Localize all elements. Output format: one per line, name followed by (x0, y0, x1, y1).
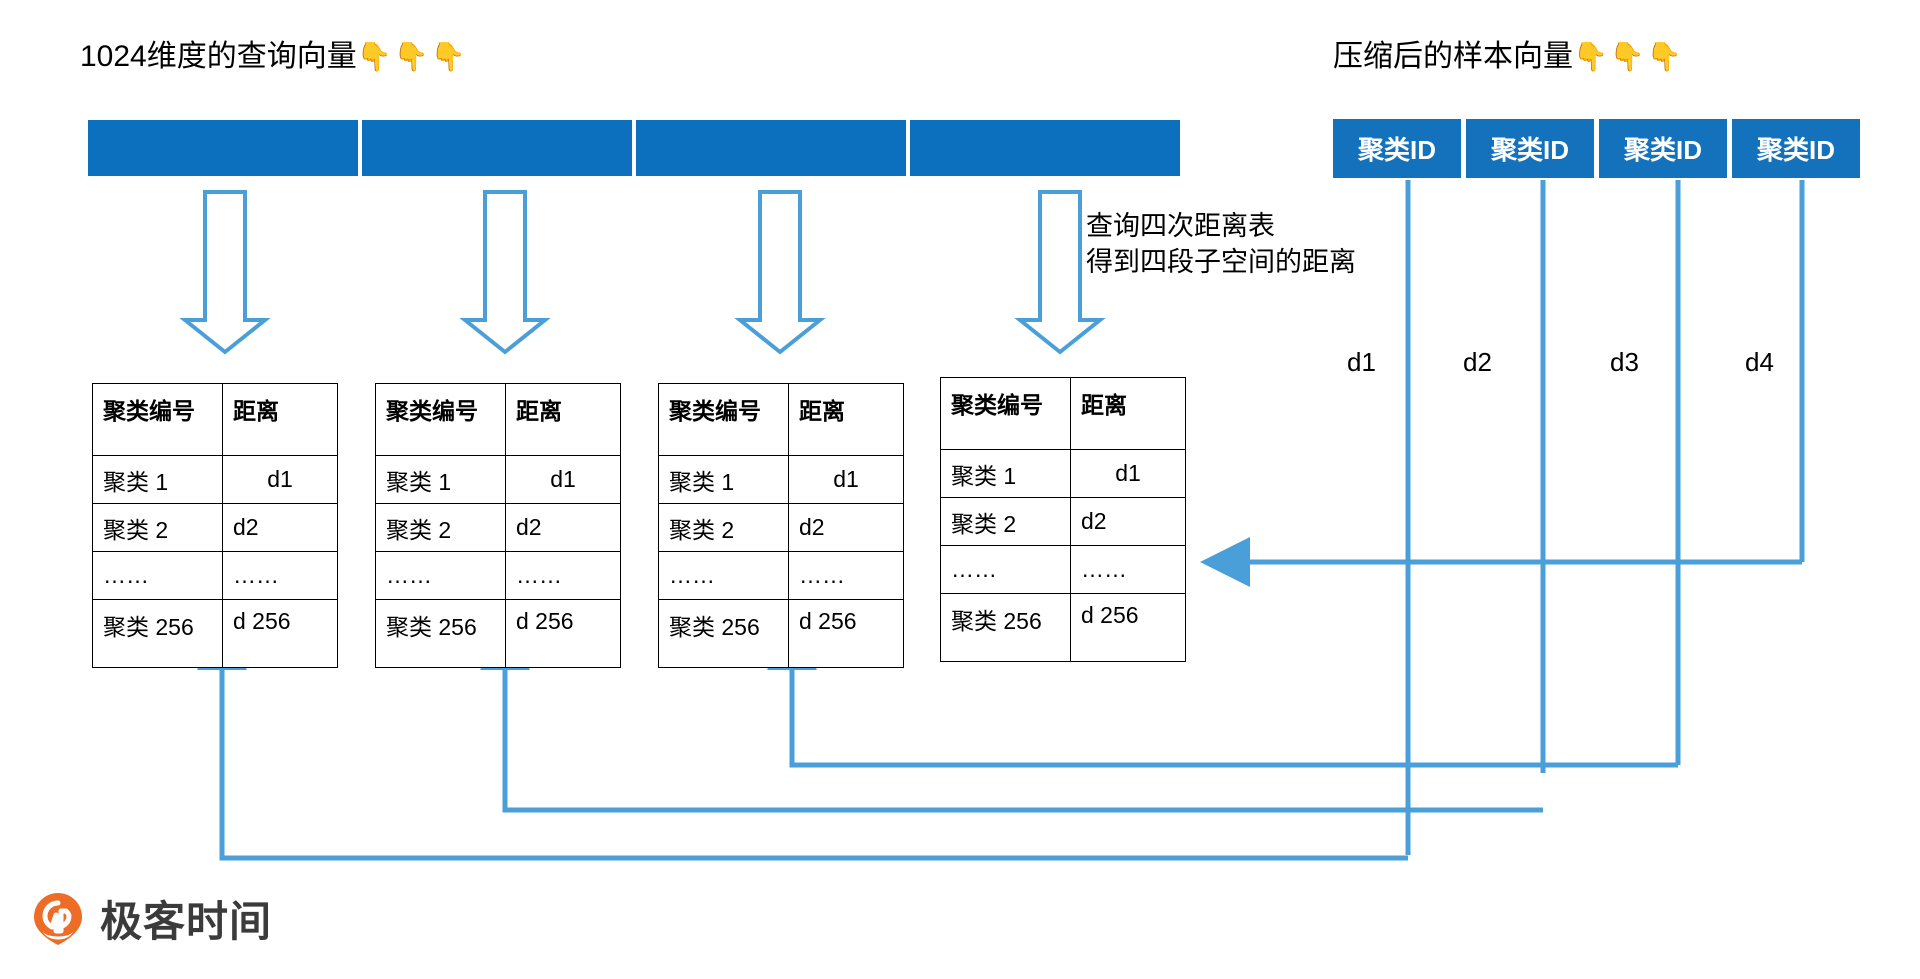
cell-cluster: …… (940, 545, 1071, 594)
cell-cluster: 聚类 2 (940, 497, 1071, 546)
block-arrow-4 (1014, 190, 1106, 355)
connector-to-table-3 (767, 620, 1678, 768)
geektime-logo-icon (30, 891, 86, 947)
geektime-logo-text: 极客时间 (100, 898, 273, 945)
header-cluster-id: 聚类编号 (375, 383, 506, 456)
query-segment-3[interactable] (636, 120, 906, 176)
cell-distance: d1 (222, 455, 338, 504)
cell-distance: d 256 (1070, 593, 1186, 662)
table-header-row: 聚类编号 距离 (940, 377, 1186, 450)
table-row[interactable]: …… …… (658, 551, 904, 600)
table-row[interactable]: 聚类 1 d1 (92, 455, 338, 504)
cluster-id-cell-1[interactable]: 聚类ID (1333, 119, 1461, 178)
table-row[interactable]: 聚类 1 d1 (940, 449, 1186, 498)
annotation-line-2: 得到四段子空间的距离 (1086, 247, 1356, 278)
header-distance: 距离 (222, 383, 338, 456)
brand-logo: 极客时间 (30, 888, 272, 949)
compressed-vector-title-text: 压缩后的样本向量 (1333, 40, 1573, 73)
query-segment-4[interactable] (910, 120, 1180, 176)
header-cluster-id: 聚类编号 (658, 383, 789, 456)
pointing-down-icon-group-right: 👇👇👇 (1573, 41, 1684, 72)
table-row[interactable]: 聚类 2 d2 (940, 497, 1186, 546)
cell-distance: d1 (788, 455, 904, 504)
cell-distance: d1 (1070, 449, 1186, 498)
header-cluster-id: 聚类编号 (940, 377, 1071, 450)
cell-cluster: …… (92, 551, 223, 600)
table-row[interactable]: 聚类 2 d2 (92, 503, 338, 552)
header-distance: 距离 (1070, 377, 1186, 450)
cell-distance: d 256 (788, 599, 904, 668)
cell-cluster: 聚类 1 (375, 455, 506, 504)
cell-cluster: 聚类 1 (92, 455, 223, 504)
query-segment-1[interactable] (88, 120, 358, 176)
distance-label-d4: d4 (1745, 347, 1774, 377)
cell-cluster: 聚类 2 (658, 503, 789, 552)
annotation-line-1: 查询四次距离表 (1086, 211, 1275, 241)
table-row[interactable]: …… …… (940, 545, 1186, 594)
pointing-down-icon-group-left: 👇👇👇 (356, 41, 468, 72)
table-row[interactable]: 聚类 256 d 256 (92, 599, 338, 668)
cell-cluster: …… (658, 551, 789, 600)
block-arrow-1 (179, 190, 271, 355)
query-segment-2[interactable] (362, 120, 632, 176)
cell-cluster: 聚类 256 (375, 599, 506, 668)
distance-table-4[interactable]: 聚类编号 距离 聚类 1 d1 聚类 2 d2 …… …… 聚类 256 d 2… (940, 377, 1186, 662)
compressed-vector-title: 压缩后的样本向量👇👇👇 (1333, 42, 1684, 72)
table-row[interactable]: 聚类 256 d 256 (375, 599, 621, 668)
table-header-row: 聚类编号 距离 (375, 383, 621, 456)
table-row[interactable]: 聚类 2 d2 (375, 503, 621, 552)
cell-distance: d 256 (222, 599, 338, 668)
table-row[interactable]: 聚类 256 d 256 (940, 593, 1186, 662)
cell-distance: d1 (505, 455, 621, 504)
cell-distance: d2 (222, 503, 338, 552)
cell-cluster: 聚类 2 (92, 503, 223, 552)
distance-table-1[interactable]: 聚类编号 距离 聚类 1 d1 聚类 2 d2 …… …… 聚类 256 d 2… (92, 383, 338, 668)
distance-table-2[interactable]: 聚类编号 距离 聚类 1 d1 聚类 2 d2 …… …… 聚类 256 d 2… (375, 383, 621, 668)
cell-cluster: 聚类 1 (940, 449, 1071, 498)
query-vector-title: 1024维度的查询向量👇👇👇 (80, 42, 467, 72)
cell-distance: …… (1070, 545, 1186, 594)
cell-cluster: 聚类 256 (658, 599, 789, 668)
table-row[interactable]: 聚类 1 d1 (375, 455, 621, 504)
header-cluster-id: 聚类编号 (92, 383, 223, 456)
cell-distance: d2 (505, 503, 621, 552)
cell-distance: d2 (788, 503, 904, 552)
connector-to-table-2 (480, 620, 1543, 813)
table-row[interactable]: …… …… (375, 551, 621, 600)
annotation-note: 查询四次距离表 得到四段子空间的距离 (1086, 208, 1356, 281)
header-distance: 距离 (788, 383, 904, 456)
table-header-row: 聚类编号 距离 (658, 383, 904, 456)
header-distance: 距离 (505, 383, 621, 456)
distance-table-3[interactable]: 聚类编号 距离 聚类 1 d1 聚类 2 d2 …… …… 聚类 256 d 2… (658, 383, 904, 668)
distance-label-d3: d3 (1610, 347, 1639, 377)
table-row[interactable]: 聚类 1 d1 (658, 455, 904, 504)
cell-cluster: 聚类 256 (940, 593, 1071, 662)
block-arrow-2 (459, 190, 551, 355)
cell-cluster: 聚类 2 (375, 503, 506, 552)
cluster-id-cell-4[interactable]: 聚类ID (1732, 119, 1860, 178)
block-arrow-3 (734, 190, 826, 355)
cell-cluster: 聚类 256 (92, 599, 223, 668)
distance-label-d2: d2 (1463, 347, 1492, 377)
distance-label-d1: d1 (1347, 347, 1376, 377)
cluster-id-cell-3[interactable]: 聚类ID (1599, 119, 1727, 178)
cell-distance: d2 (1070, 497, 1186, 546)
query-vector-title-text: 1024维度的查询向量 (80, 40, 357, 73)
connector-to-table-1 (197, 620, 1408, 861)
table-row[interactable]: 聚类 2 d2 (658, 503, 904, 552)
cell-cluster: 聚类 1 (658, 455, 789, 504)
cell-cluster: …… (375, 551, 506, 600)
cell-distance: …… (505, 551, 621, 600)
cluster-id-cell-2[interactable]: 聚类ID (1466, 119, 1594, 178)
table-row[interactable]: …… …… (92, 551, 338, 600)
cell-distance: …… (788, 551, 904, 600)
table-row[interactable]: 聚类 256 d 256 (658, 599, 904, 668)
table-header-row: 聚类编号 距离 (92, 383, 338, 456)
cell-distance: …… (222, 551, 338, 600)
cell-distance: d 256 (505, 599, 621, 668)
